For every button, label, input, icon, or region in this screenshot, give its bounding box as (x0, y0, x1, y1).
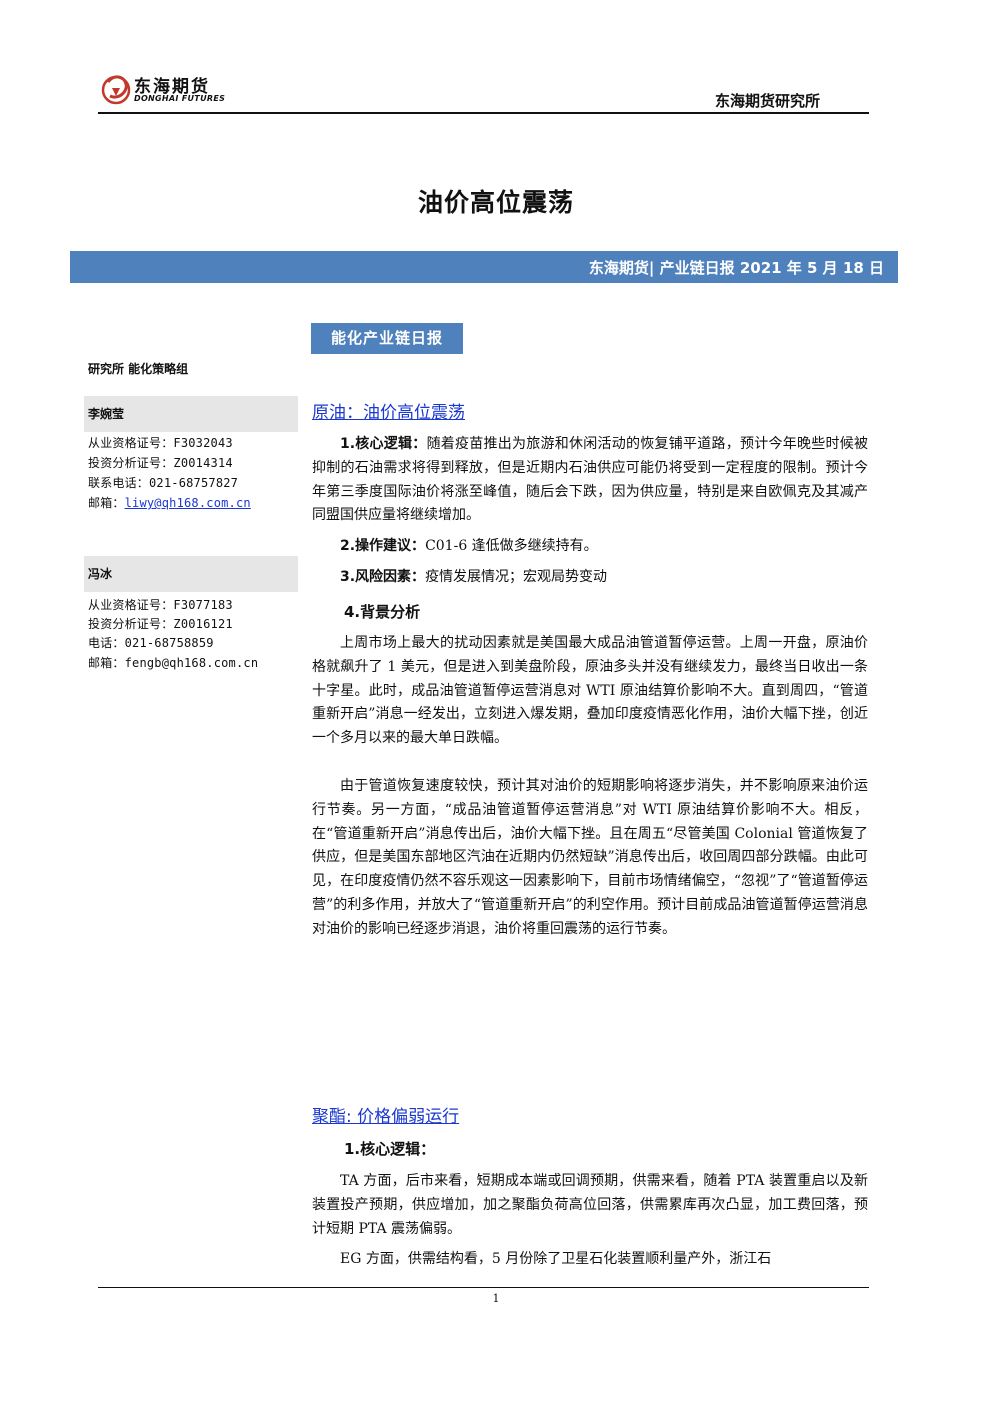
risk-factors-paragraph: 3.风险因素：疫情发展情况；宏观局势变动 (312, 566, 868, 590)
analyst-credential: 投资分析证号：Z0016121 (88, 617, 233, 631)
background-paragraph-1: 上周市场上最大的扰动因素就是美国最大成品油管道暂停运营。上周一开盘，原油价格就飙… (312, 635, 868, 747)
logo-text-en: DONGHAI FUTURES (134, 94, 226, 103)
ta-paragraph: TA 方面，后市来看，短期成本端或回调预期，供需来看，随着 PTA 装置重启以及… (312, 1173, 868, 1237)
core-logic-text: 随着疫苗推出为旅游和休闲活动的恢复铺平道路，预计今年晚些时候被抑制的石油需求将得… (312, 436, 869, 524)
section-title-crude[interactable]: 原油：油价高位震荡 (312, 403, 465, 423)
risk-factors-label: 3.风险因素： (340, 569, 426, 585)
analyst-name: 冯冰 (88, 567, 113, 581)
banner-text: 东海期货| 产业链日报 2021 年 5 月 18 日 (588, 259, 884, 277)
analyst-phone: 电话：021-68758859 (88, 636, 214, 650)
analyst-phone: 联系电话：021-68757827 (88, 476, 239, 490)
analyst-name-bar: 李婉莹 (84, 396, 298, 432)
email-label: 邮箱： (88, 496, 125, 510)
header-divider (98, 112, 869, 114)
footer-divider (98, 1287, 869, 1288)
analyst-email: fengb@qh168.com.cn (124, 656, 259, 670)
core-logic-heading: 1.核心逻辑： (344, 1140, 436, 1158)
trade-advice-label: 2.操作建议： (340, 538, 426, 554)
eg-paragraph: EG 方面，供需结构看，5 月份除了卫星石化装置顺利量产外，浙江石 (340, 1251, 772, 1267)
core-logic-paragraph: 1.核心逻辑：随着疫苗推出为旅游和休闲活动的恢复铺平道路，预计今年晚些时候被抑制… (312, 433, 868, 528)
trade-advice-paragraph: 2.操作建议：C01-6 逢低做多继续持有。 (312, 535, 868, 559)
analyst-email-link[interactable]: liwy@qh168.com.cn (124, 496, 251, 510)
dragon-logo-icon (101, 75, 131, 105)
analyst-email-row: 邮箱：liwy@qh168.com.cn (88, 494, 251, 511)
department-label: 研究所 能化策略组 (88, 362, 189, 376)
report-banner: 东海期货| 产业链日报 2021 年 5 月 18 日 (70, 251, 898, 283)
background-analysis-heading: 4.背景分析 (344, 603, 421, 621)
trade-advice-text: C01-6 逢低做多继续持有。 (425, 538, 598, 554)
report-title: 油价高位震荡 (417, 188, 574, 217)
risk-factors-text: 疫情发展情况；宏观局势变动 (425, 569, 608, 585)
core-logic-label: 1.核心逻辑： (340, 436, 427, 452)
analyst-email-row: 邮箱：fengb@qh168.com.cn (88, 654, 258, 671)
org-name: 东海期货研究所 (714, 92, 820, 110)
page-number: 1 (492, 1292, 500, 1305)
analyst-credential: 从业资格证号：F3077183 (88, 598, 233, 612)
analyst-name-bar: 冯冰 (84, 556, 298, 592)
company-logo: 东海期货 DONGHAI FUTURES (100, 70, 230, 110)
section-title-polyester[interactable]: 聚酯: 价格偏弱运行 (312, 1107, 460, 1127)
analyst-credential: 从业资格证号：F3032043 (88, 436, 233, 450)
report-category-tag: 能化产业链日报 (311, 323, 463, 354)
analyst-name: 李婉莹 (88, 407, 125, 421)
email-label: 邮箱： (88, 656, 125, 670)
logo-text-cn: 东海期货 (134, 77, 210, 97)
background-paragraph-2: 由于管道恢复速度较快，预计其对油价的短期影响将逐步消失，并不影响原来油价运行节奏… (312, 778, 868, 937)
analyst-credential: 投资分析证号：Z0014314 (88, 456, 233, 470)
